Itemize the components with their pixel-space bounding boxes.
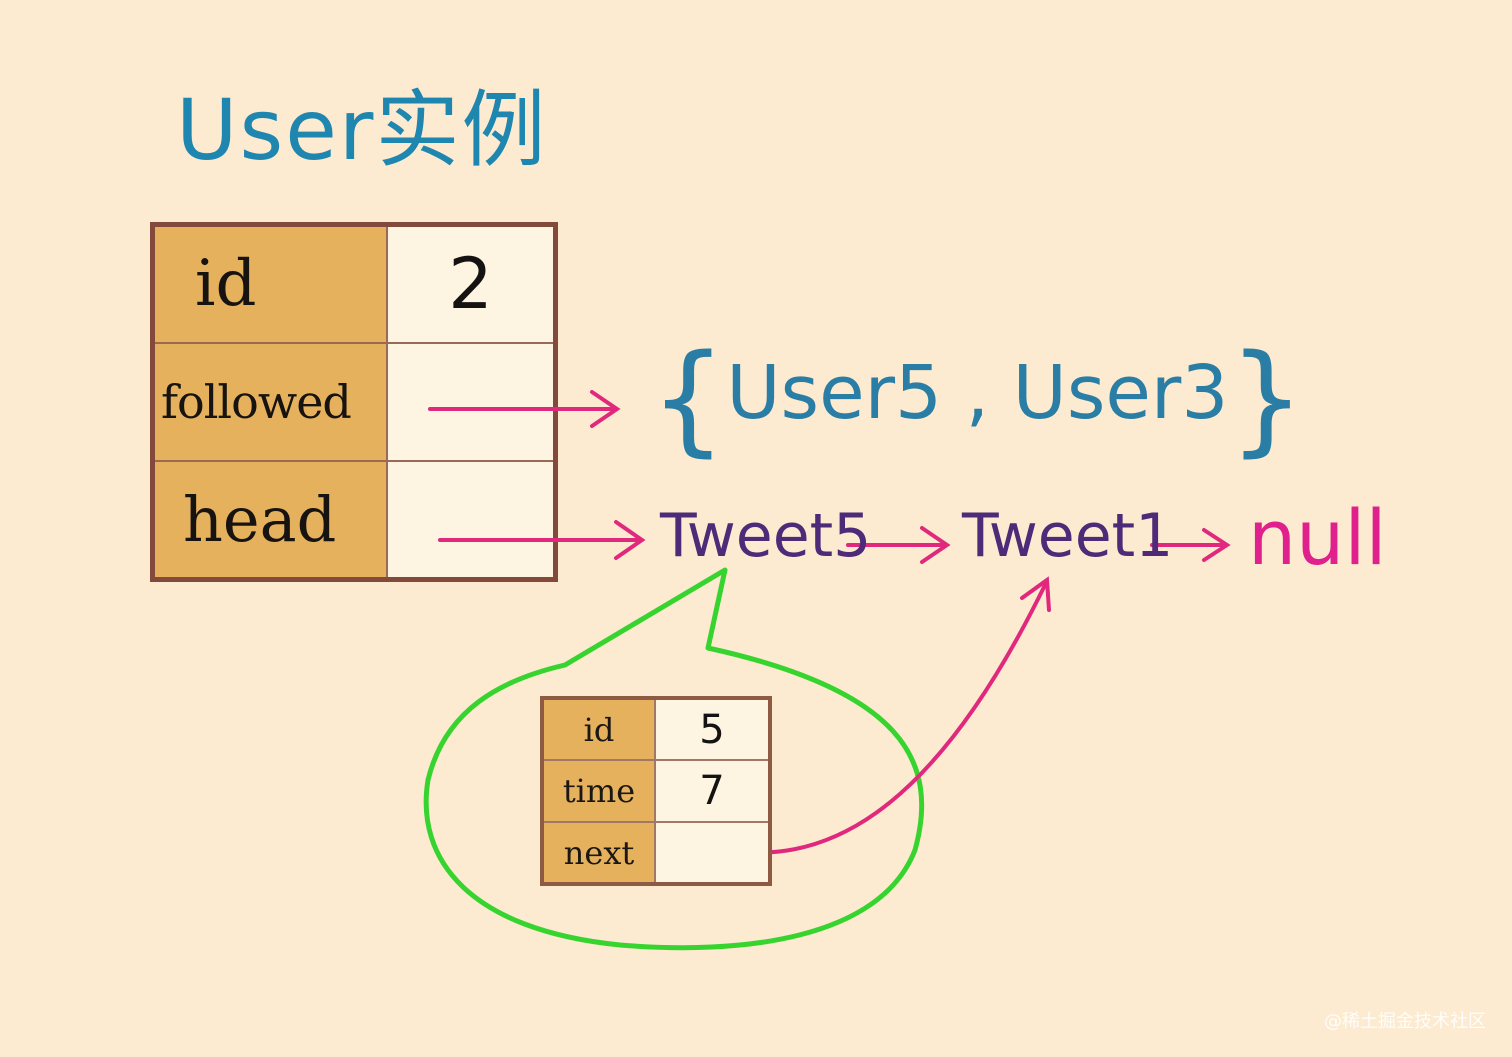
head-arrow (438, 520, 646, 560)
tweet-node-table: id 5 time 7 next (540, 696, 772, 886)
tweet-field-value-next (654, 821, 771, 885)
tweet-field-key-id: id (541, 697, 656, 761)
user-instance-table: id 2 followed head (150, 222, 558, 582)
field-value-head (386, 460, 557, 581)
tweet5-to-tweet1-arrow (846, 526, 951, 564)
table-row: id 2 (151, 223, 557, 344)
diagram-title: User实例 (176, 81, 548, 179)
followed-arrow (428, 390, 621, 428)
list-node-tweet5: Tweet5 (660, 501, 872, 571)
table-row: followed (151, 341, 557, 463)
set-items: User5 , User3 (726, 350, 1229, 436)
speech-bubble-outline (423, 567, 925, 951)
tweet-field-key-next: next (541, 821, 656, 885)
set-open-brace: { (650, 330, 727, 469)
tweet-field-key-time: time (541, 759, 656, 823)
tweet1-to-null-arrow (1150, 528, 1231, 562)
table-row: id 5 (541, 697, 771, 761)
field-value-followed (386, 341, 557, 463)
list-node-tweet1: Tweet1 (962, 501, 1174, 571)
set-close-brace: } (1228, 330, 1305, 469)
list-end-null: null (1248, 493, 1387, 582)
table-row: head (151, 460, 557, 581)
tweet-field-value-time: 7 (654, 759, 771, 823)
field-key-followed: followed (151, 341, 388, 463)
table-row: next (541, 821, 771, 885)
table-row: time 7 (541, 759, 771, 823)
field-key-head: head (151, 460, 388, 581)
field-key-id: id (151, 223, 388, 344)
tweet-field-value-id: 5 (654, 697, 771, 761)
watermark: @稀土掘金技术社区 (1324, 1011, 1486, 1032)
field-value-id: 2 (386, 223, 557, 344)
followed-set: {User5 , User3} (650, 340, 1305, 460)
